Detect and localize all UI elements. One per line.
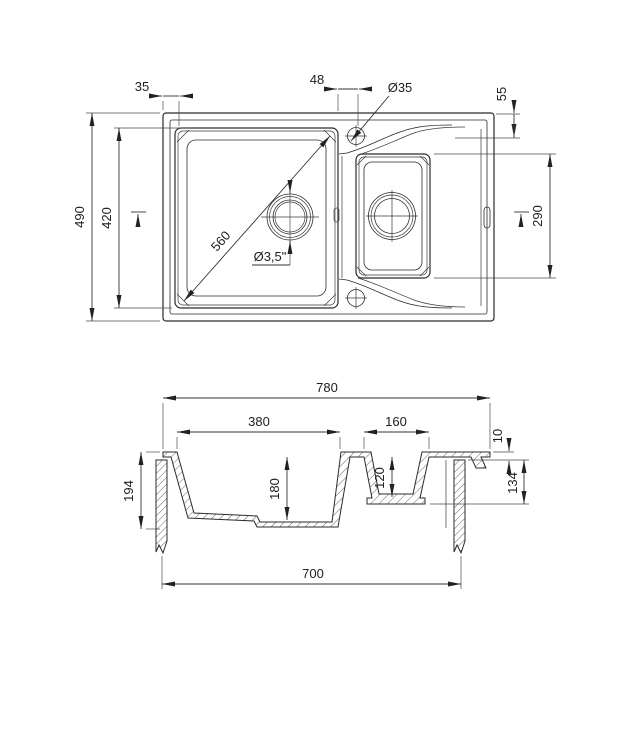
dim-label-160: 160 [385, 414, 407, 429]
countertop-right [453, 459, 466, 555]
section-view: 780 380 160 10 134 [121, 380, 529, 589]
dim-label-560: 560 [208, 228, 234, 254]
dim-overall-width: 780 [162, 380, 491, 449]
dim-label-10: 10 [490, 429, 505, 443]
dim-label-180: 180 [267, 478, 282, 500]
dim-label-290: 290 [530, 205, 545, 227]
dim-label-drain: Ø3,5" [254, 249, 287, 264]
sink-body-section [162, 451, 491, 528]
faucet-hole-bottom [345, 287, 367, 309]
dim-rim-above-counter: 10 [468, 429, 529, 474]
dim-main-bowl-diagonal: 560 [183, 135, 331, 302]
dim-bowl-to-faucet: 48 [310, 72, 372, 126]
dim-label-490: 490 [72, 206, 87, 228]
dim-label-120: 120 [372, 467, 387, 489]
dim-small-bowl-total-depth: 134 [430, 460, 529, 505]
dim-main-bowl-width: 380 [176, 414, 341, 449]
dim-overall-depth: 490 [72, 112, 160, 322]
dim-main-bowl-depth: 420 [99, 127, 190, 309]
dim-rim-to-bowl: 35 [135, 79, 193, 126]
dim-cutout-width: 700 [161, 556, 462, 589]
sink-rim-outline [162, 112, 495, 322]
dim-label-194: 194 [121, 480, 136, 502]
center-mark-left [131, 211, 146, 227]
dim-label-700: 700 [302, 566, 324, 581]
faucet-hole-top [345, 125, 367, 147]
center-mark-right [514, 211, 529, 227]
divider-overflow-slot [333, 207, 340, 223]
bowl-divider [333, 156, 343, 278]
dim-overall-height: 194 [121, 451, 160, 530]
dim-label-134: 134 [505, 472, 520, 494]
secondary-bowl [355, 153, 431, 279]
dim-label-420: 420 [99, 207, 114, 229]
dim-small-bowl-inner-depth: 120 [372, 457, 395, 497]
dim-label-o35: Ø35 [388, 80, 413, 95]
dim-main-bowl-inner-depth: 180 [267, 457, 290, 520]
dim-drain-diameter: Ø3,5" [252, 180, 293, 266]
label-faucet-diameter: Ø35 [350, 80, 413, 142]
dim-label-35: 35 [135, 79, 149, 94]
countertop-left [155, 459, 168, 555]
rim-edge-overflow-slot [483, 206, 491, 229]
drainboard-curves [338, 124, 482, 309]
dim-small-bowl-width: 160 [363, 414, 430, 449]
dim-label-55: 55 [494, 87, 509, 101]
dim-label-48: 48 [310, 72, 324, 87]
plan-view: 560 Ø3,5" [72, 72, 556, 322]
dim-small-bowl-length: 290 [434, 153, 556, 279]
dim-label-380: 380 [248, 414, 270, 429]
dim-edge-to-drainboard: 55 [455, 87, 520, 139]
secondary-drain [366, 190, 418, 242]
dim-label-780: 780 [316, 380, 338, 395]
